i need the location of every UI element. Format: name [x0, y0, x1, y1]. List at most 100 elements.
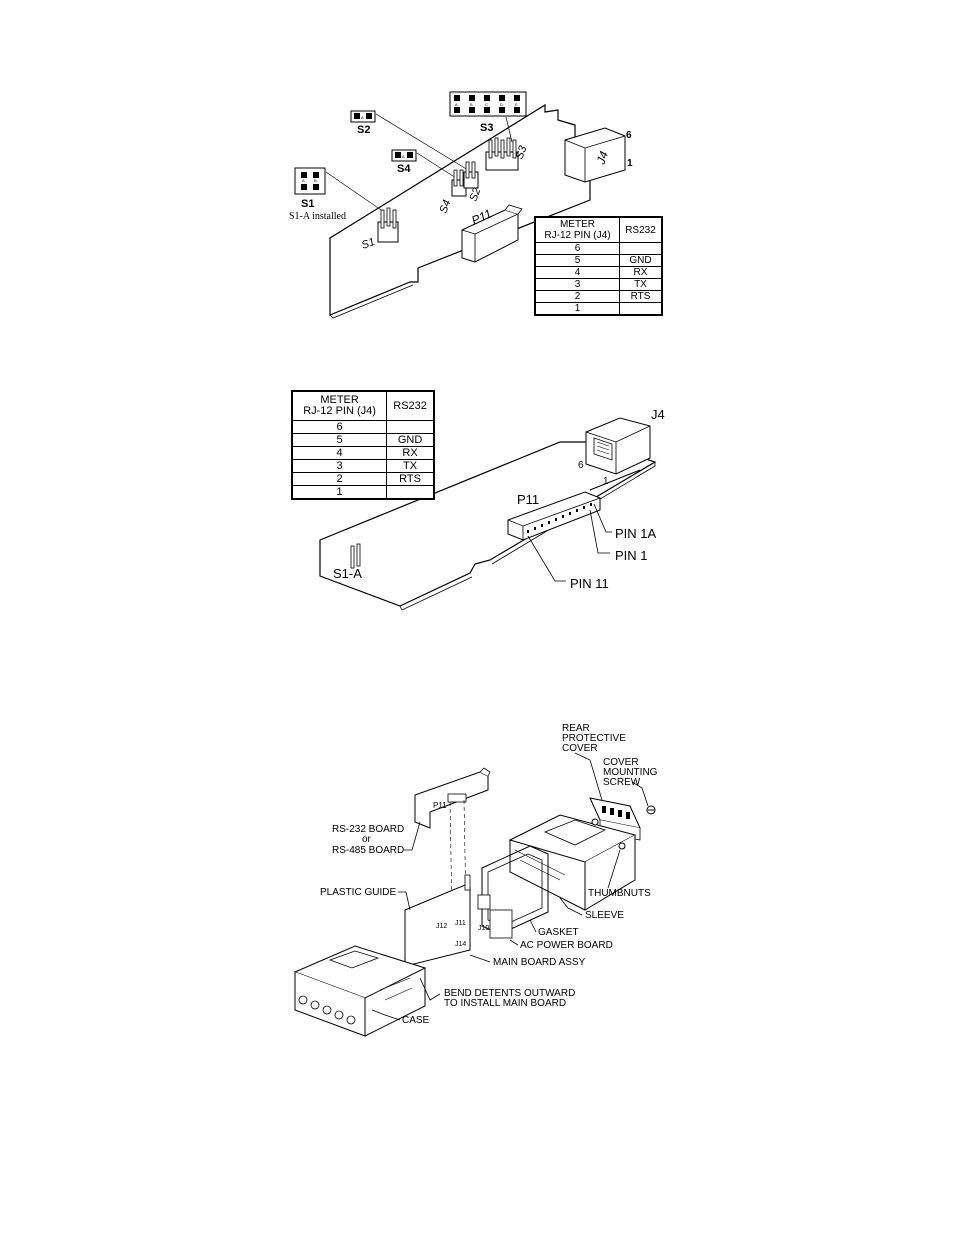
table-cell: 5 — [292, 433, 387, 447]
figure2-j4-pin1: 1 — [603, 476, 609, 487]
pin1-label: PIN 1 — [615, 548, 648, 563]
table-cell — [618, 302, 662, 315]
s3-a-mark: A — [455, 102, 458, 107]
table-cell: RTS — [618, 290, 662, 303]
s1-a-mark: A — [302, 178, 305, 183]
rear-cover-label-line2: PROTECTIVE — [562, 733, 626, 744]
pin11-label: PIN 11 — [570, 576, 609, 591]
table-cell — [386, 485, 434, 499]
rear-cover-label-line3: COVER — [562, 743, 598, 754]
figure2-table-header-pin: METER RJ-12 PIN (J4) — [303, 394, 376, 417]
table-cell: 2 — [292, 472, 387, 486]
s2-board-label: S2 — [468, 186, 484, 203]
rear-cover-label-line1: REAR — [562, 723, 590, 734]
s1-label: S1 — [301, 198, 314, 210]
p11-connector — [461, 204, 523, 263]
s1-b-mark: B — [314, 178, 317, 183]
s2-a-mark: A — [361, 115, 364, 120]
thumbnuts — [591, 818, 626, 850]
rs232-label-or: or — [362, 834, 372, 845]
meter-case — [293, 945, 427, 1037]
table-cell: RTS — [386, 472, 434, 486]
s4-board-label: S4 — [438, 198, 454, 215]
s3-c-mark: C — [485, 102, 488, 107]
s1a-pins — [350, 543, 361, 569]
table-cell: 4 — [535, 266, 620, 279]
s1-jumper-box — [294, 167, 326, 195]
table-cell: RX — [618, 266, 662, 279]
figure3-exploded-assembly: REAR PROTECTIVE COVER COVER MOUNTING SCR… — [293, 723, 658, 1037]
gasket-label: GASKET — [538, 927, 579, 938]
figure1-j4-pin6: 6 — [626, 130, 632, 141]
rs232-board — [414, 767, 491, 829]
gasket — [481, 845, 549, 935]
s4-jumper-box — [391, 149, 417, 162]
table-cell — [618, 242, 662, 255]
s3-b-mark: B — [470, 102, 473, 107]
table-cell: 6 — [535, 242, 620, 255]
s2-jumper-box — [350, 110, 376, 123]
table-cell: 5 — [535, 254, 620, 267]
p11-connector — [507, 491, 601, 541]
table-cell: 6 — [292, 420, 387, 434]
screw-label-line1: COVER — [603, 757, 639, 768]
thumbnuts-label: THUMBNUTS — [588, 888, 651, 899]
j10-label: J10 — [478, 925, 489, 932]
s4-label: S4 — [397, 163, 411, 175]
table-cell: 1 — [292, 485, 387, 499]
table-cell: 1 — [535, 302, 620, 315]
table-cell — [386, 420, 434, 434]
s1-board-label: S1 — [360, 236, 377, 252]
figure3-p11-label: P11 — [433, 801, 447, 810]
table-cell: RX — [386, 446, 434, 460]
figure2-j4-label: J4 — [651, 407, 665, 422]
table-cell: GND — [618, 254, 662, 267]
figure2-j4-pin6: 6 — [578, 460, 584, 471]
table-cell: 3 — [292, 459, 387, 473]
plastic-guide-label: PLASTIC GUIDE — [320, 887, 396, 898]
s3-d-mark: D — [500, 102, 503, 107]
figure2-board-diagram: S1-A P11 PIN 1A PIN 1 PIN 11 J4 6 1 — [319, 407, 665, 611]
bend-detents-label-line2: TO INSTALL MAIN BOARD — [444, 998, 566, 1009]
s3-header — [485, 137, 519, 171]
case-label: CASE — [402, 1015, 430, 1026]
figure2-board-outline — [319, 441, 657, 607]
figure1-board-diagram: A B S1 S1-A installed A S2 A S4 A B C D … — [289, 91, 633, 319]
j11-label: J11 — [455, 920, 466, 927]
s2-label: S2 — [357, 124, 370, 136]
table-cell: GND — [386, 433, 434, 447]
mounting-screw — [646, 805, 656, 815]
figure2-p11-label: P11 — [517, 492, 539, 507]
sleeve — [508, 814, 637, 911]
s3-e-mark: E — [515, 102, 518, 107]
s1a-label: S1-A — [333, 566, 362, 581]
j4-connector — [564, 127, 626, 183]
pin1a-label: PIN 1A — [615, 526, 657, 541]
figure1-table-header-pin: METER RJ-12 PIN (J4) — [544, 219, 611, 241]
figure1-j4-pin1: 1 — [627, 158, 633, 169]
table-cell: TX — [618, 278, 662, 291]
figure1-table-header-signal: RS232 — [618, 217, 662, 243]
s2-header — [463, 161, 479, 189]
s3-label: S3 — [480, 122, 493, 134]
figure1-j4-label: J4 — [593, 149, 611, 167]
j12-label: J12 — [436, 923, 447, 930]
rs485-label: RS-485 BOARD — [332, 845, 404, 856]
s3-board-label: S3 — [514, 143, 530, 161]
s1-header — [377, 207, 399, 243]
ac-power-board-label: AC POWER BOARD — [520, 940, 613, 951]
s4-header — [451, 169, 467, 197]
table-cell: 2 — [535, 290, 620, 303]
screw-label-line3: SCREW — [603, 777, 641, 788]
table-cell: 3 — [535, 278, 620, 291]
figure2-table-header-signal: RS232 — [386, 391, 434, 421]
screw-label-line2: MOUNTING — [603, 767, 658, 778]
s4-a-mark: A — [402, 154, 405, 159]
table-cell: 4 — [292, 446, 387, 460]
table-cell: TX — [386, 459, 434, 473]
sleeve-label: SLEEVE — [585, 910, 624, 921]
s1-installed-note: S1-A installed — [289, 211, 346, 222]
j4-connector — [585, 417, 651, 475]
